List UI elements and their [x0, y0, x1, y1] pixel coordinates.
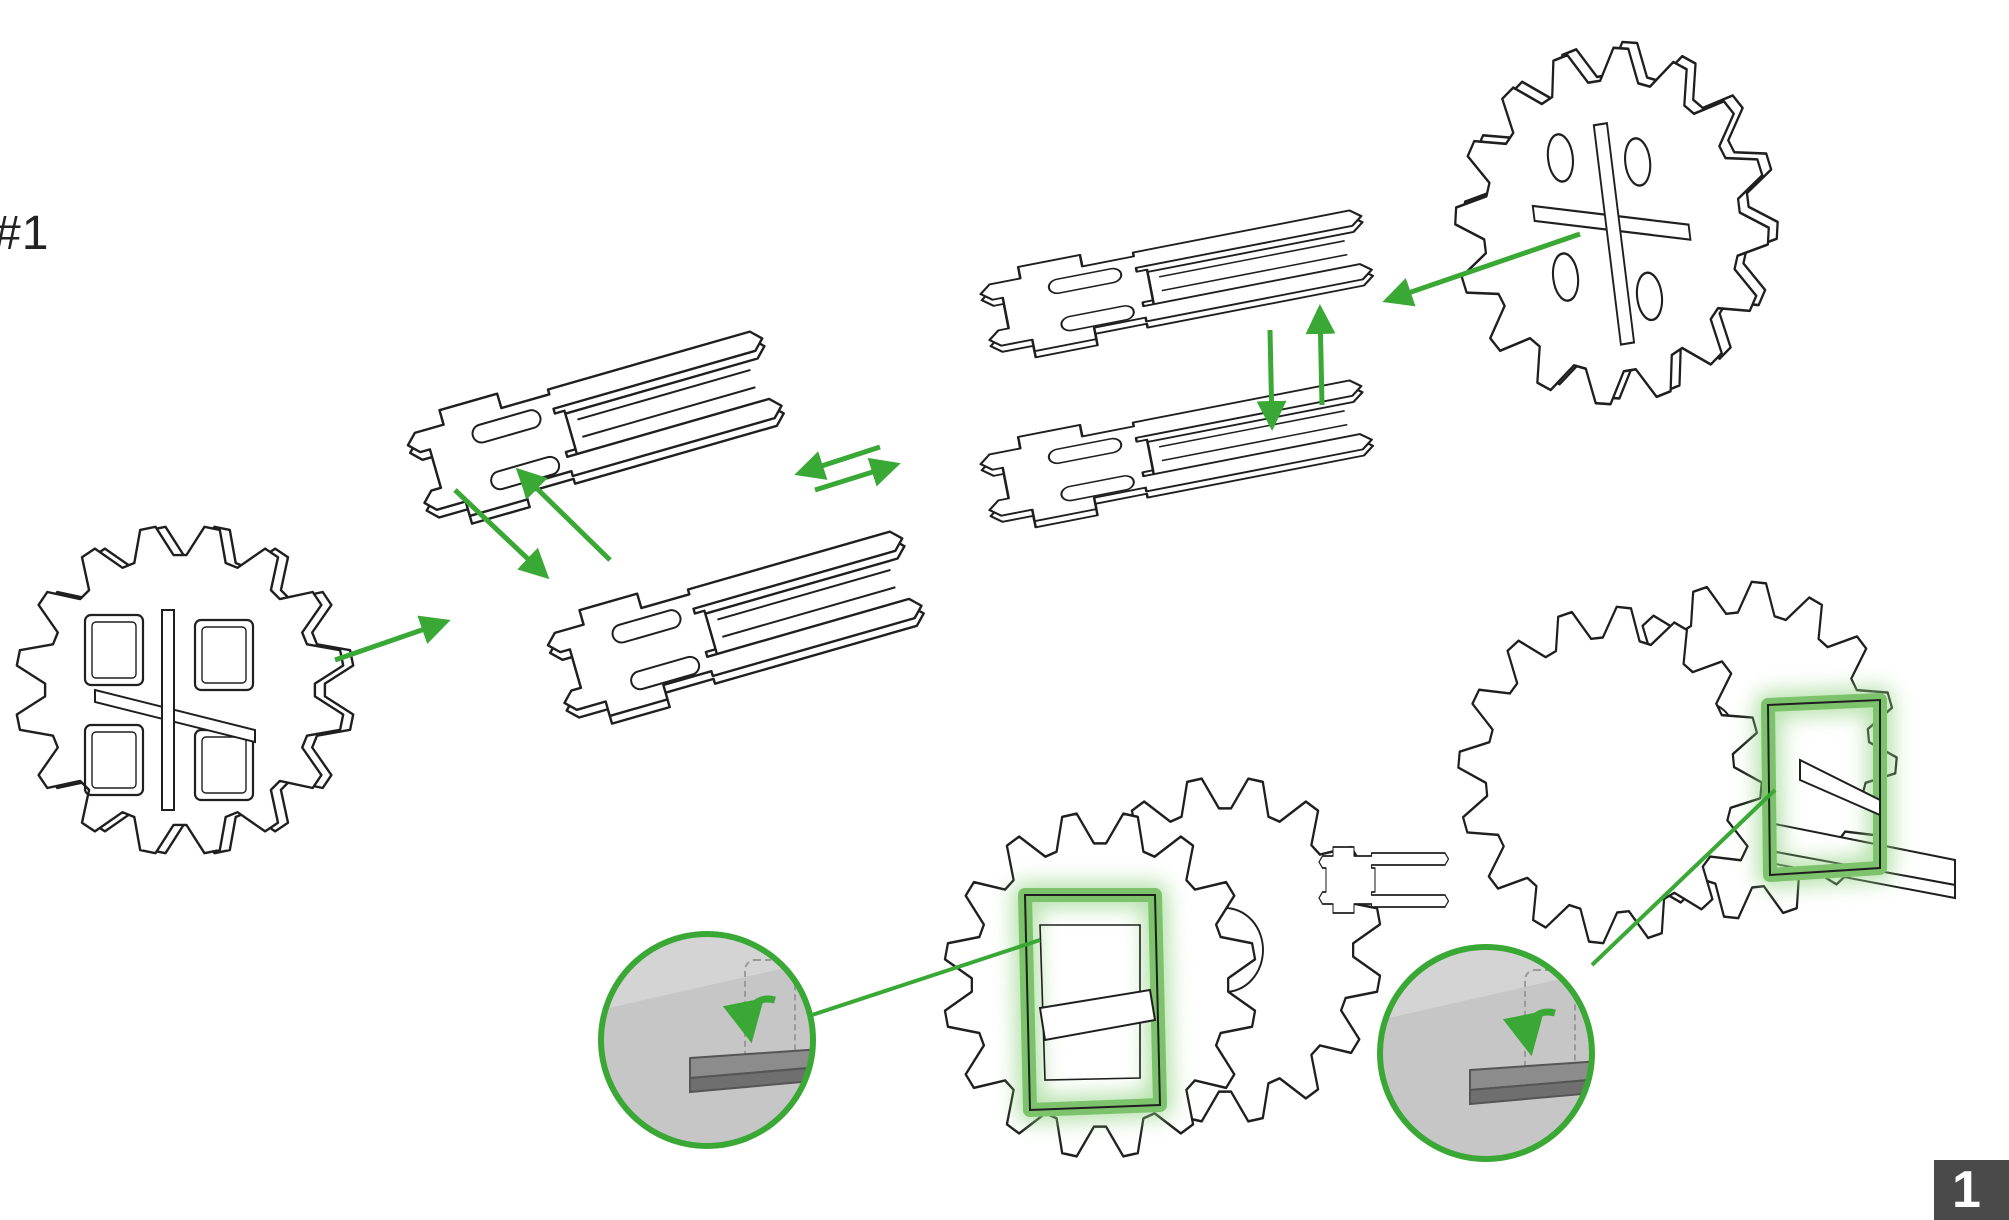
step-number-label: #1 [0, 206, 49, 261]
slotted-plate-d-icon [977, 371, 1376, 535]
inset-clip-left-icon [600, 930, 880, 1150]
slotted-plate-c-icon [977, 201, 1376, 365]
arrow-vertical-down-icon [1270, 330, 1272, 425]
page-number-tab: 1 [1934, 1160, 2009, 1220]
gear-top-right-icon [1436, 21, 1796, 425]
arrow-gear-to-plates-icon [335, 622, 445, 660]
arrow-slide-right-icon [815, 465, 895, 490]
assembled-gear-right-icon [1445, 567, 1955, 958]
arrow-vertical-up-icon [1320, 310, 1322, 405]
slotted-plate-a-icon [401, 319, 789, 534]
inset-clip-right-icon [1380, 940, 1660, 1160]
gear-left-icon [17, 527, 353, 853]
arrow-slide-left-icon [800, 447, 880, 473]
assembled-gear-middle-icon [945, 779, 1449, 1157]
arrow-plate-up-icon [520, 472, 610, 560]
